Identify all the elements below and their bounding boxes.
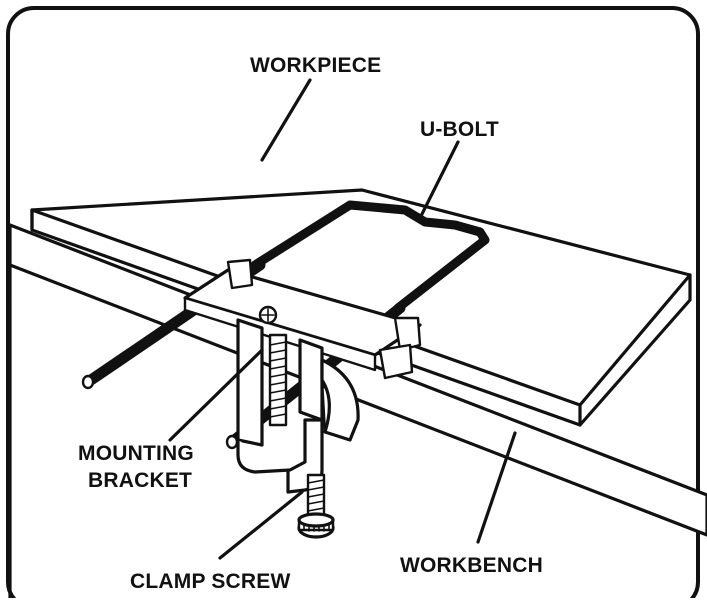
leader-u-bolt bbox=[420, 142, 458, 218]
label-workbench: WORKBENCH bbox=[400, 554, 543, 577]
label-u-bolt: U-BOLT bbox=[420, 118, 499, 141]
label-workpiece: WORKPIECE bbox=[250, 54, 381, 77]
label-clamp-screw: CLAMP SCREW bbox=[130, 570, 290, 593]
leader-workpiece bbox=[262, 80, 310, 160]
leader-clamp-screw bbox=[220, 492, 302, 558]
label-mounting-bracket-line1: MOUNTING bbox=[78, 442, 194, 465]
label-mounting-bracket-line2: BRACKET bbox=[88, 469, 192, 492]
